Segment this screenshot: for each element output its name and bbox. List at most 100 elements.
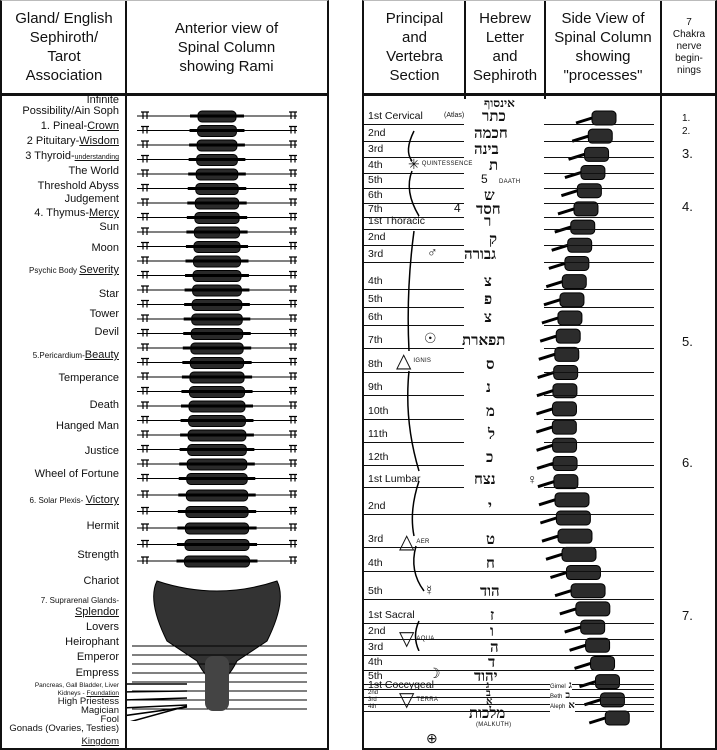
brace-line xyxy=(414,620,420,651)
vertebra-label: 6th xyxy=(368,189,383,201)
side-vertebra xyxy=(587,128,613,144)
rami-branch-icon xyxy=(289,256,297,264)
label-text: Psychic Body xyxy=(29,266,80,275)
rami-branch-icon xyxy=(141,401,149,409)
rami-branch-icon xyxy=(289,212,297,221)
rami-branch-icon xyxy=(289,473,297,482)
hebrew-letter: ק xyxy=(489,230,498,248)
vertebra-rule xyxy=(364,623,654,624)
rami-branch-icon xyxy=(141,169,149,177)
side-vertebra xyxy=(552,383,578,399)
vertebra-rule xyxy=(364,262,464,263)
label-text: 6. Solar Plexis- xyxy=(29,496,86,505)
vertebra-label: 5th xyxy=(368,670,383,682)
spinous-process xyxy=(564,625,582,634)
vertebra-label: 5th xyxy=(368,293,383,305)
vertebra-rule xyxy=(364,217,464,218)
rami-branch-icon xyxy=(141,256,149,264)
spinous-process xyxy=(568,152,585,161)
rami-branch-icon xyxy=(141,490,149,498)
tarot-label: Hanged Man xyxy=(56,421,119,432)
brace-line xyxy=(407,130,415,162)
tarot-label: Chariot xyxy=(84,576,119,587)
tarot-label: Temperance xyxy=(58,373,119,384)
side-vertebra xyxy=(570,219,596,235)
tarot-label: Kingdom xyxy=(82,736,120,747)
vertebra-rule xyxy=(544,372,654,373)
tarot-label: Pancreas, Gall Bladder, Liver xyxy=(35,682,119,690)
rami-branch-icon xyxy=(141,430,149,438)
tarot-label: Kidneys - Foundation xyxy=(58,690,119,698)
sacrum xyxy=(205,656,229,711)
side-vertebra xyxy=(557,528,593,544)
spinous-process xyxy=(551,243,569,252)
side-vertebra xyxy=(584,146,610,162)
rami-branch-icon xyxy=(289,154,297,163)
vertebra-rule xyxy=(544,487,654,488)
rami-branch-icon xyxy=(141,125,149,134)
hebrew-letter: ג xyxy=(486,680,490,691)
rami-branch-icon xyxy=(289,372,297,380)
rami-branch-icon xyxy=(141,111,149,119)
rami-branch-icon xyxy=(289,241,297,250)
symbol-glyph: ▽ xyxy=(399,628,415,650)
rami-branch-icon xyxy=(289,357,297,366)
spinous-process xyxy=(541,316,559,325)
sephira-name: Beauty xyxy=(84,349,119,361)
side-vertebra xyxy=(551,401,577,417)
vertebra-label: 11th xyxy=(368,428,388,440)
vertebra-rule xyxy=(364,395,464,396)
rami-branch-icon xyxy=(141,154,149,163)
rami-branch-icon xyxy=(141,372,149,380)
side-vertebra xyxy=(594,674,620,690)
side-vertebra xyxy=(604,710,630,726)
vertebra-rule xyxy=(544,157,654,158)
hebrew-letter: ד xyxy=(488,653,496,671)
symbol-glyph: ♀ xyxy=(527,471,538,487)
rami-branch-icon xyxy=(289,270,297,279)
rami-branch-icon xyxy=(289,111,297,119)
label-text: Lovers xyxy=(85,621,119,633)
symbol-note: QUINTESSENCE xyxy=(421,161,473,167)
symbol-ignis-icon: △IGNIS xyxy=(396,351,431,372)
spinous-process xyxy=(538,498,556,507)
hebrew-letter: ל xyxy=(488,425,496,443)
label-text: Chariot xyxy=(83,575,119,587)
symbol-aer-icon: △AER xyxy=(399,532,430,553)
vertebra-label: 1st Sacral xyxy=(368,609,415,621)
rami-branch-icon xyxy=(289,523,297,531)
vertebra-rule xyxy=(544,465,654,466)
vertebra-label: 7th xyxy=(368,203,383,215)
vertebra-rule xyxy=(364,203,464,204)
header-chakra: 7 Chakra nerve begin- nings xyxy=(661,1,717,96)
tarot-label: Sun xyxy=(99,222,119,233)
rami-branch-icon xyxy=(289,430,297,438)
pointer-line xyxy=(127,697,188,701)
side-label-text: Gimel xyxy=(550,684,566,690)
vertebra-rule xyxy=(544,307,654,308)
sephira-name: Wisdom xyxy=(79,135,119,147)
vertebra-rule xyxy=(544,188,654,189)
label-text: Kidneys - xyxy=(57,690,87,697)
side-vertebra xyxy=(561,546,597,562)
side-vertebra xyxy=(590,655,616,671)
hebrew-letter: ב xyxy=(486,688,491,699)
symbol-glyph: ⊕ xyxy=(426,730,438,746)
label-text: 5.Pericardium- xyxy=(32,351,85,360)
vertebra-rule xyxy=(364,141,464,142)
brace-line xyxy=(413,545,425,592)
sephira-name: Foundation xyxy=(86,690,119,697)
column-divider xyxy=(125,1,127,748)
side-label-text: Aleph xyxy=(550,704,566,710)
sephira-name: Mercy xyxy=(89,207,119,219)
vertebra-label: 3rd xyxy=(368,143,384,155)
vertebra-rule xyxy=(364,419,464,420)
rami-branch-icon xyxy=(141,343,149,351)
label-text: Star xyxy=(98,288,119,300)
rami-branch-icon xyxy=(141,556,149,564)
label-text: Hanged Man xyxy=(56,420,119,432)
rami-branch-icon xyxy=(141,212,149,221)
rami-branch-icon xyxy=(289,198,297,206)
vertebra-label: 10th xyxy=(368,405,389,417)
spinous-process xyxy=(536,443,554,452)
